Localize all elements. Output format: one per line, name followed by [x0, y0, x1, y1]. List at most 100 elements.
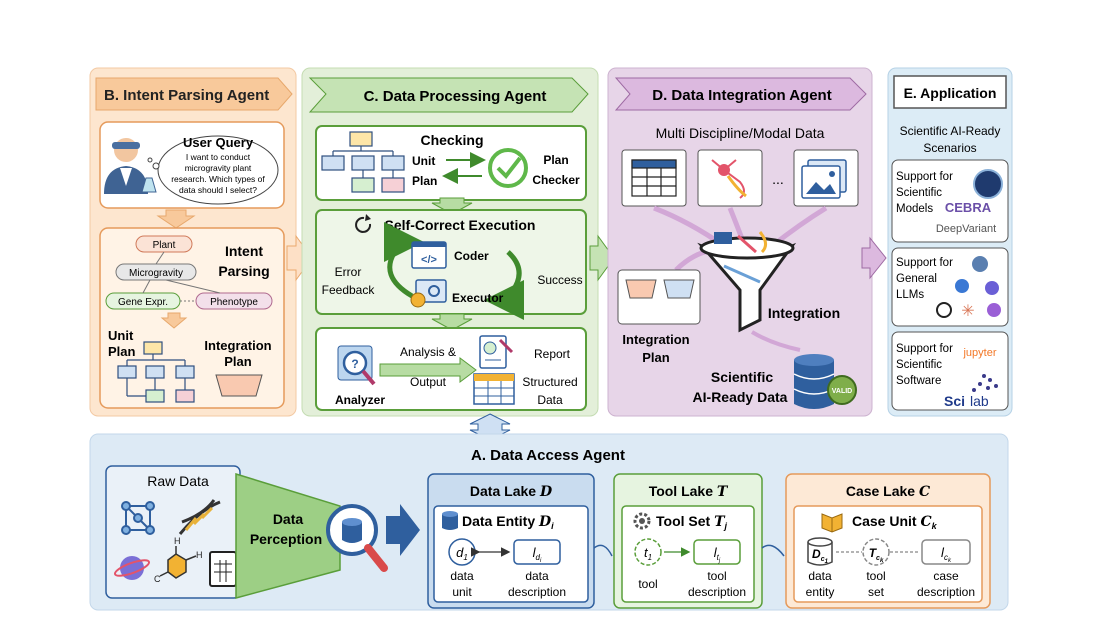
tc-node-icon — [862, 538, 890, 566]
intent-parsing-label-1: Intent — [225, 243, 263, 259]
lc-node — [921, 539, 971, 565]
plan-trapezoid-1 — [625, 279, 657, 299]
lc-label: lck — [941, 545, 952, 564]
svg-text:✳: ✳ — [961, 303, 974, 320]
structured-data-1: Structured — [522, 375, 577, 389]
data-entity-db-icon — [442, 511, 458, 530]
funnel-to-db-arrow — [750, 330, 801, 352]
llms-2: General — [896, 273, 937, 285]
scientific-software-box — [891, 331, 1009, 411]
valid-badge-text: VALID — [832, 388, 852, 395]
application-title-box — [893, 75, 1007, 109]
t1-node — [634, 538, 662, 566]
database-icon — [793, 354, 835, 409]
coder-icon: </> — [411, 241, 447, 269]
svg-text:</>: </> — [421, 254, 437, 266]
svg-text:?: ? — [351, 357, 358, 371]
planet-icon — [113, 556, 151, 580]
model-logo-icon — [973, 169, 1003, 199]
intent-small-arrow — [160, 312, 188, 329]
c-to-d-arrow — [589, 234, 615, 282]
intent-parsing-label-2: Parsing — [218, 263, 269, 279]
unit-plan-flowchart — [117, 341, 195, 403]
analyzer-icon: ? — [337, 345, 376, 386]
application-subtitle-2: Scenarios — [923, 141, 976, 155]
application-subtitle-1: Scientific AI-Ready — [900, 124, 1001, 138]
query-line-2: microgravity plant — [185, 163, 252, 173]
case-unit-label: Case Unit Ck — [852, 513, 938, 531]
scilab-dots-icon — [972, 374, 998, 392]
analyzer-label: Analyzer — [335, 393, 385, 407]
lake-connector-2 — [761, 544, 785, 557]
spreadsheet-icon — [209, 551, 237, 587]
table-icon — [631, 159, 677, 197]
data-entity-lbl-1: data — [808, 569, 832, 583]
scilab-lab: lab — [970, 393, 989, 409]
error-feedback-1: Error — [335, 265, 362, 279]
lake-connector-1 — [593, 544, 613, 557]
tool-set-label: Tool Set Tj — [656, 513, 728, 531]
processing-down-arrow-2 — [431, 313, 473, 331]
loop-left-arrow — [383, 222, 424, 299]
perception-label-1: Data — [273, 511, 304, 527]
report-icon — [479, 335, 514, 369]
svg-text:C: C — [154, 574, 161, 584]
speech-bubble — [157, 135, 279, 205]
tool-set-lbl-2: set — [868, 585, 885, 599]
report-label: Report — [534, 347, 571, 361]
check-circle-icon — [488, 148, 528, 188]
gear-icon — [633, 512, 651, 530]
cebra-logo: CEBRA — [945, 200, 992, 215]
checking-label: Checking — [420, 132, 483, 148]
lt-label: ltj — [714, 545, 721, 564]
dc-label: Dc1 — [812, 547, 829, 565]
integration-title-banner — [614, 77, 867, 111]
tag-microgravity-label: Microgravity — [129, 268, 183, 279]
scilab-sci: Sci — [944, 393, 965, 409]
success-label: Success — [537, 273, 582, 287]
data-unit-2: unit — [452, 585, 472, 599]
query-line-4: data should I select? — [179, 185, 257, 195]
tool-lake-label: Tool Lake T — [649, 483, 729, 500]
data-desc-2: description — [508, 585, 566, 599]
plan-checker-2: Checker — [532, 173, 580, 187]
plan-trapezoid-2 — [663, 279, 695, 299]
analysis-output-2: Output — [410, 375, 447, 389]
t1-label: t1 — [644, 545, 652, 562]
tool-label: tool — [638, 577, 657, 591]
tool-desc-1: tool — [707, 569, 726, 583]
access-title: A. Data Access Agent — [471, 447, 625, 464]
integration-plan-1: Integration — [204, 338, 271, 353]
case-desc-2: description — [917, 585, 975, 599]
coder-label: Coder — [454, 249, 489, 263]
checking-unit: Unit — [412, 154, 435, 168]
lt-node — [693, 539, 741, 565]
query-line-1: I want to conduct — [186, 152, 251, 162]
structured-data-2: Data — [537, 393, 563, 407]
funnel-icon — [697, 231, 797, 333]
sci-models-1: Support for — [896, 171, 953, 183]
unit-plan-2: Plan — [108, 344, 136, 359]
raw-data-label: Raw Data — [147, 473, 209, 489]
data-entity-label: Data Entity Di — [462, 513, 554, 531]
case-lake-label: Case Lake C — [846, 483, 930, 500]
int-plan-1: Integration — [622, 332, 689, 347]
refresh-icon — [355, 214, 372, 233]
multi-modal-label: Multi Discipline/Modal Data — [656, 125, 825, 141]
executor-label: Executor — [452, 291, 504, 305]
tag-phenotype-label: Phenotype — [210, 297, 258, 308]
svg-text:H: H — [196, 550, 203, 560]
scientific-label-2: AI-Ready Data — [693, 389, 788, 405]
executor-icon — [410, 279, 447, 308]
tool-set-lbl-1: tool — [866, 569, 885, 583]
d-to-e-arrow — [861, 236, 887, 280]
software-1: Support for — [896, 343, 953, 355]
jupyter-logo: jupyter — [962, 347, 996, 359]
loop-right-arrow — [484, 250, 525, 320]
application-title: E. Application — [904, 85, 997, 101]
software-3: Software — [896, 375, 941, 387]
svg-text:H: H — [174, 536, 181, 546]
int-plan-2: Plan — [642, 350, 670, 365]
sci-models-2: Scientific — [896, 187, 942, 199]
